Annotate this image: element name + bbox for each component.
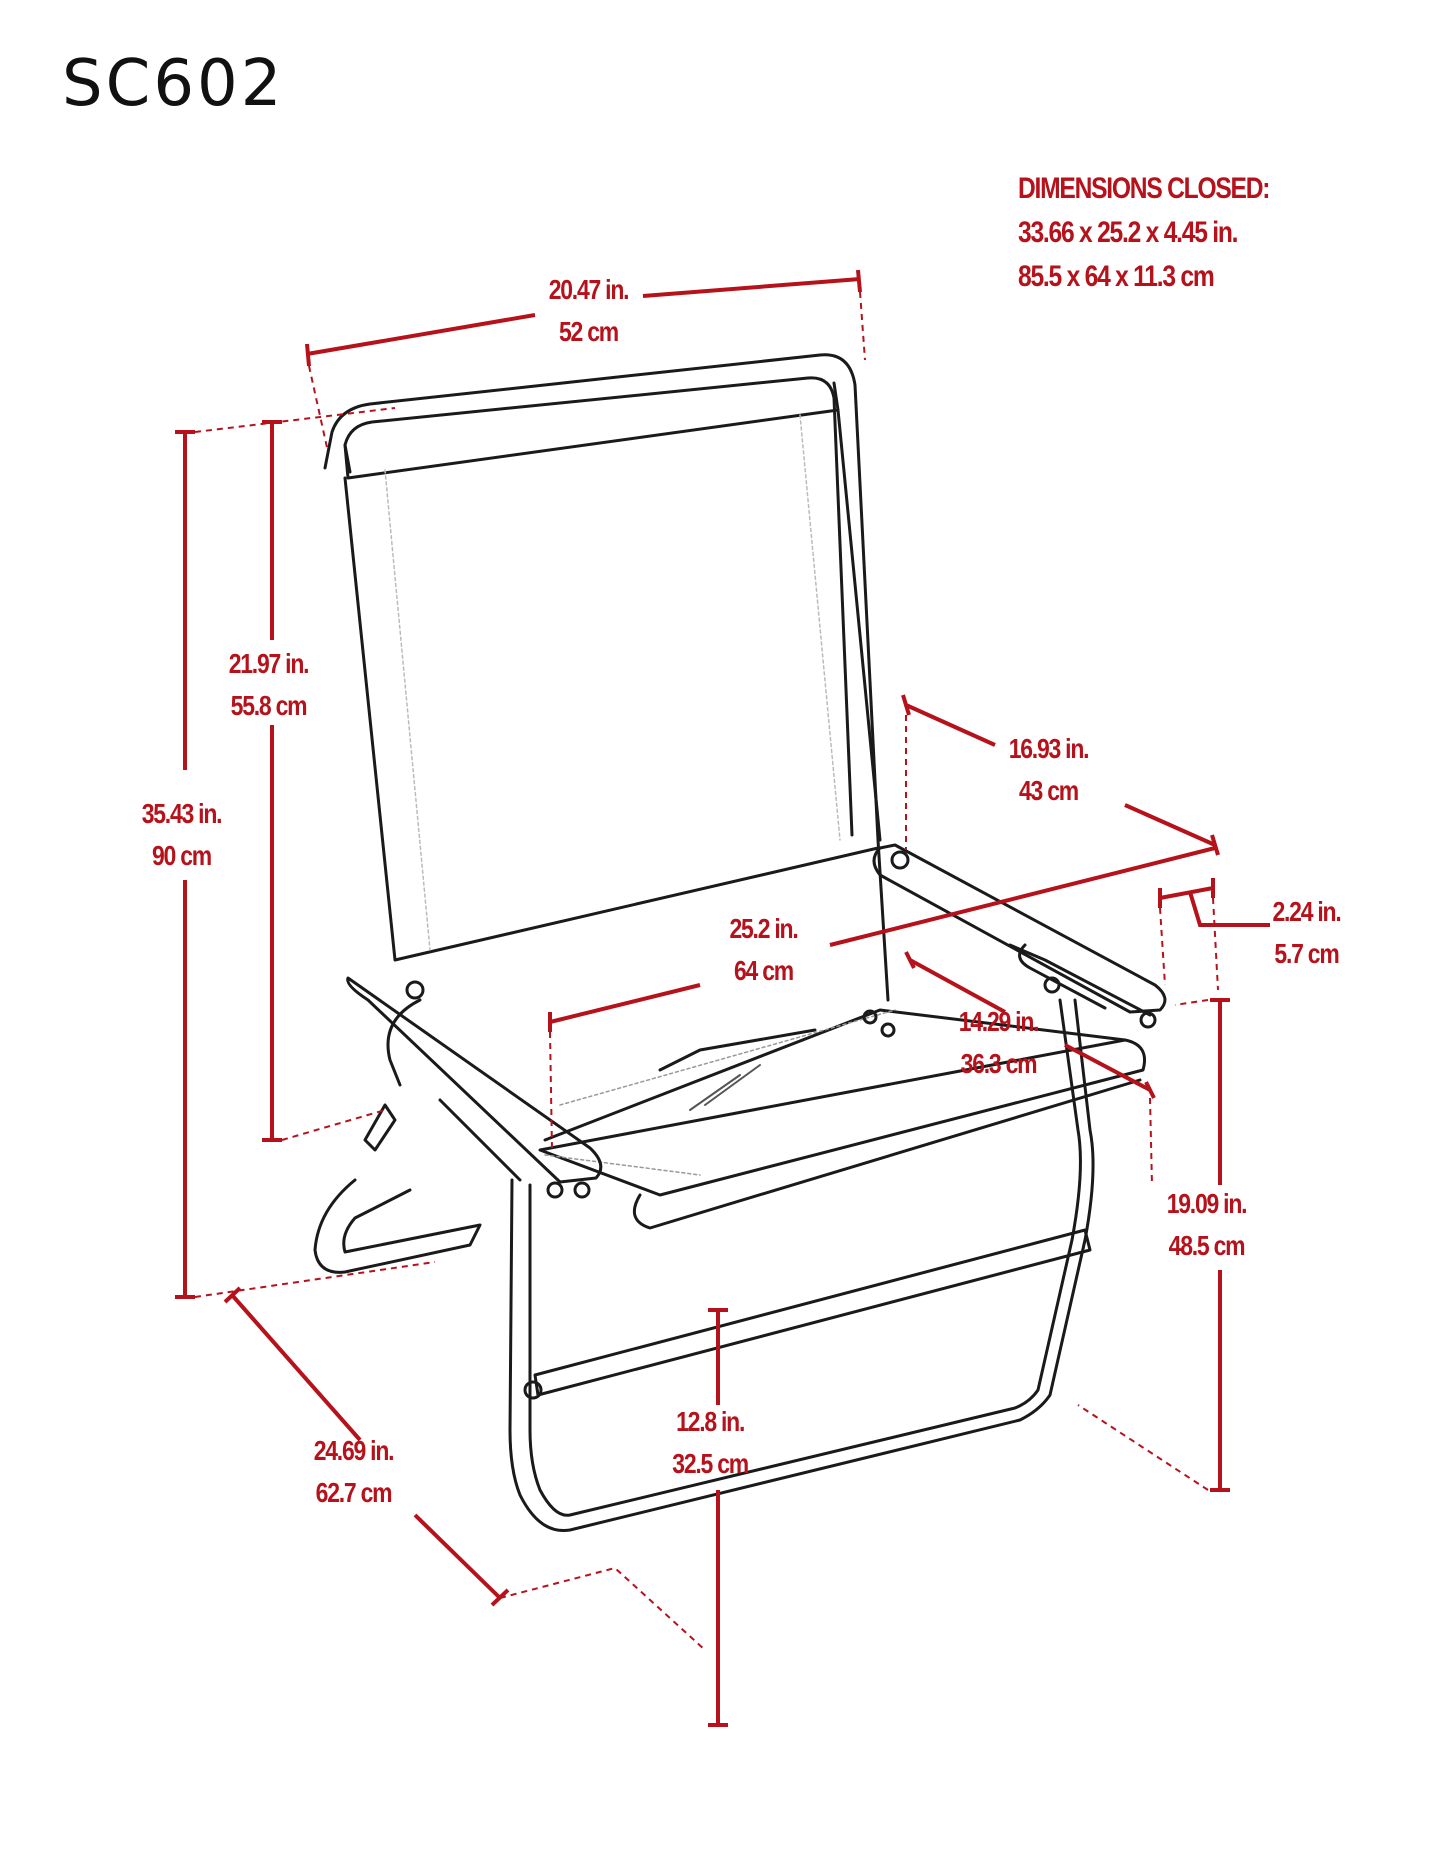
- back-height-label: 21.97 in.55.8 cm: [228, 648, 310, 721]
- seat-depth-label: 14.29 in.36.3 cm: [958, 1006, 1040, 1079]
- total-width-label: 25.2 in.64 cm: [729, 913, 798, 986]
- arm-height-line: [1210, 998, 1230, 1492]
- closed-metric: 85.5 x 64 x 11.3 cm: [1018, 260, 1215, 293]
- left-rear-leg: [313, 1178, 482, 1274]
- arm-height-label: 19.09 in.48.5 cm: [1166, 1188, 1248, 1261]
- total-height-label: 35.43 in.90 cm: [141, 798, 223, 871]
- seat-depth-line: [904, 951, 1156, 1099]
- left-armrest: [346, 976, 603, 1184]
- closed-heading: DIMENSIONS CLOSED:: [1018, 172, 1270, 205]
- seat-height-line: [708, 1308, 728, 1727]
- arm-length-label: 16.93 in.43 cm: [1008, 733, 1090, 806]
- closed-imperial: 33.66 x 25.2 x 4.45 in.: [1018, 216, 1238, 249]
- back-width-label: 20.47 in.52 cm: [548, 274, 630, 347]
- total-height-line: [175, 430, 195, 1299]
- arm-width-line: [1158, 878, 1270, 927]
- back-height-line: [262, 420, 282, 1142]
- total-depth-line: [223, 1286, 510, 1607]
- closed-dimensions: DIMENSIONS CLOSED: 33.66 x 25.2 x 4.45 i…: [1018, 172, 1270, 306]
- total-depth-label: 24.69 in.62.7 cm: [313, 1435, 395, 1508]
- total-width-line: [549, 846, 1216, 1024]
- arm-width-label: 2.24 in.5.7 cm: [1272, 896, 1341, 969]
- backrest-sling: [343, 408, 882, 962]
- right-armrest: [872, 843, 1167, 1014]
- arm-length-line: [901, 694, 1220, 856]
- seat-height-label: 12.8 in.32.5 cm: [672, 1406, 749, 1479]
- backrest-top-pad: [343, 381, 840, 480]
- back-width-line: [305, 269, 862, 367]
- right-leg: [508, 998, 1095, 1533]
- backrest-frame: [323, 353, 890, 1002]
- model-number: SC602: [62, 47, 285, 121]
